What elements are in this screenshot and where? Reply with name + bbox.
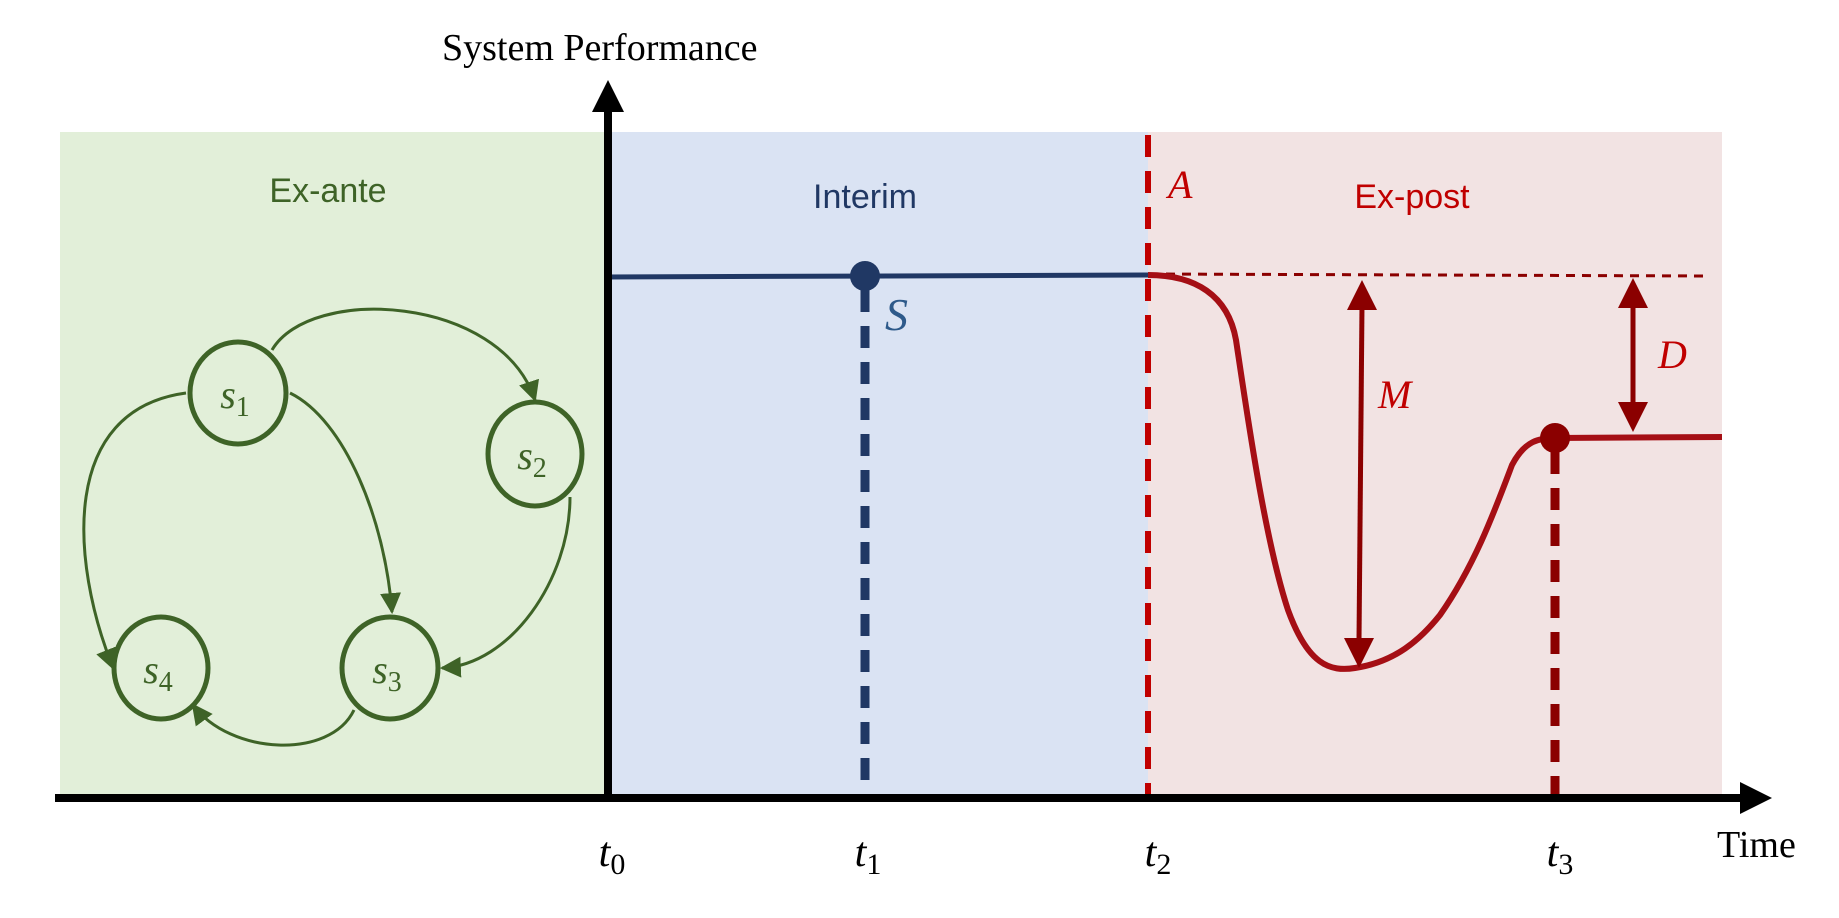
transition-s1-s2 <box>270 307 539 402</box>
svg-text:s1: s1 <box>220 372 250 423</box>
baseline-reference-line <box>1149 272 1711 278</box>
y-axis-arrowhead <box>592 80 624 112</box>
m-arrow <box>1344 280 1377 668</box>
tick-t2: t2 <box>1145 830 1172 881</box>
svg-text:s2: s2 <box>517 433 547 484</box>
transition-s1-s3 <box>289 391 402 615</box>
ex-ante-label: Ex-ante <box>269 172 386 210</box>
transition-s2-s3 <box>439 496 572 678</box>
state-s4: s4 <box>111 614 211 722</box>
t3-point <box>1540 423 1570 453</box>
d-label: D <box>1657 332 1687 377</box>
ex-post-label: Ex-post <box>1354 178 1470 216</box>
y-axis-label: System Performance <box>442 27 758 69</box>
tick-t0: t0 <box>599 830 626 881</box>
d-arrow <box>1618 278 1648 432</box>
transition-s3-s4 <box>191 703 356 747</box>
svg-text:s3: s3 <box>372 647 402 698</box>
x-axis-label: Time <box>1717 824 1796 866</box>
state-s1: s1 <box>187 339 289 447</box>
svg-text:s4: s4 <box>143 647 173 698</box>
state-s3: s3 <box>339 614 441 722</box>
interim-label: Interim <box>813 178 917 216</box>
tick-t1: t1 <box>855 830 882 881</box>
tick-t3: t3 <box>1547 830 1574 881</box>
a-label: A <box>1165 162 1193 207</box>
m-label: M <box>1377 372 1414 417</box>
ex-post-region <box>1148 132 1722 798</box>
interim-region <box>612 132 1148 798</box>
state-diagram: s1 s2 s3 s4 <box>82 307 585 747</box>
s-point <box>850 261 880 291</box>
state-s2: s2 <box>485 399 585 509</box>
s-label: S <box>885 289 908 340</box>
x-axis-arrowhead <box>1740 782 1772 814</box>
recovery-curve <box>1147 272 1723 672</box>
transition-s1-s4 <box>82 391 187 670</box>
